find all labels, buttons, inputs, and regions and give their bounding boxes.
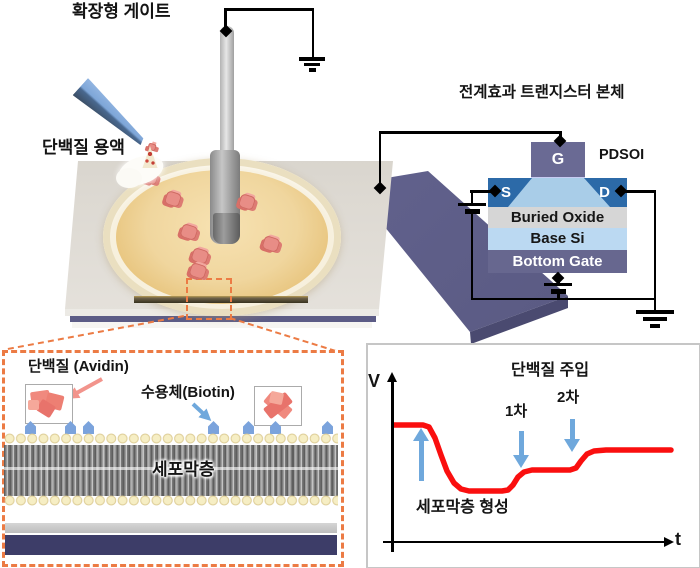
wire-rod-up <box>224 8 227 32</box>
wire-bottom-gate1 <box>557 280 560 284</box>
soi-device-row: S D <box>488 178 627 207</box>
biotin-receptor-icon <box>243 421 254 434</box>
x-axis-arrow-icon <box>664 536 674 547</box>
y-axis <box>391 380 394 552</box>
biotin-receptor-icon <box>322 421 333 434</box>
sensing-membrane-edge <box>134 296 308 303</box>
first-injection-arrow-icon <box>513 455 529 468</box>
membrane-formation-label: 세포막층 형성 <box>416 499 509 516</box>
second-injection-arrow-shaft <box>569 419 575 440</box>
biotin-label: 수용체(Biotin) <box>141 384 235 401</box>
avidin-label: 단백질 (Avidin) <box>28 358 129 375</box>
battery-icon <box>464 209 480 214</box>
x-axis-label: t <box>675 529 681 549</box>
avidin-protein-box <box>25 384 73 424</box>
wire-source-down1 <box>470 190 474 203</box>
biotin-receptor-icon <box>65 421 76 434</box>
biotin-receptor-icon <box>83 421 94 434</box>
battery-icon <box>550 289 566 294</box>
wire-board-up <box>378 131 381 188</box>
gate-label: G <box>551 151 565 168</box>
ground-icon <box>308 68 316 72</box>
electrode-support-layer <box>5 535 337 555</box>
wire-drain-down <box>653 190 657 311</box>
biotin-receptor-icon <box>208 421 219 434</box>
second-injection-arrow-icon <box>564 439 580 452</box>
ground-icon <box>643 317 667 321</box>
membrane-formation-arrow-shaft <box>418 440 424 481</box>
base-si-layer: Base Si <box>488 228 627 250</box>
lipid-tail-region <box>4 445 338 496</box>
buried-oxide-layer: Buried Oxide <box>488 207 627 228</box>
ground-icon <box>636 310 674 314</box>
membrane-label: 세포막층 <box>152 460 215 479</box>
bilayer-midline <box>4 467 338 470</box>
response-curve-svg <box>391 422 674 494</box>
x-axis <box>383 540 666 544</box>
extended-gate-rod <box>220 26 234 162</box>
wire-drain <box>619 190 656 193</box>
bottom-gate-layer: Bottom Gate <box>488 250 627 273</box>
second-injection-label: 2차 <box>557 389 580 406</box>
wire-bottom-bus <box>470 297 656 300</box>
y-axis-arrow-icon <box>386 372 397 382</box>
source-label: S <box>501 184 512 201</box>
wire-source <box>470 190 494 193</box>
lipid-head-row-bottom <box>4 494 338 507</box>
solution-splash-small <box>116 168 142 188</box>
biotin-receptor-icon <box>270 421 281 434</box>
pdsoi-label: PDSOI <box>599 147 645 163</box>
lipid-head-row-top <box>4 432 338 445</box>
electrode-cylinder-base <box>213 213 240 244</box>
avidin-protein-box-2 <box>254 386 302 426</box>
protein-solution-label: 단백질 용액 <box>42 138 125 157</box>
biotin-receptor-icon <box>25 421 36 434</box>
battery-icon <box>544 283 572 286</box>
wire-bottom-gate2 <box>557 293 560 300</box>
ground-icon <box>299 57 325 61</box>
wire-rod-down <box>311 8 314 57</box>
plate-bottom-edge <box>72 322 372 328</box>
first-injection-arrow-shaft <box>518 431 524 456</box>
first-injection-label: 1차 <box>505 403 528 420</box>
ground-icon <box>304 62 320 66</box>
protein-injection-label: 단백질 주입 <box>511 362 590 379</box>
oxide-support-layer <box>5 523 337 533</box>
sensor-curve <box>391 422 674 494</box>
extended-gate-label: 확장형 게이트 <box>72 2 171 21</box>
transistor-title: 전계효과 트랜지스터 본체 <box>459 84 625 101</box>
battery-icon <box>458 203 486 206</box>
y-axis-label: V <box>368 371 381 391</box>
gate-block: G <box>531 142 585 177</box>
ground-icon <box>650 324 660 328</box>
zoom-region-outline <box>186 278 232 320</box>
wire-board-to-gate <box>378 131 562 134</box>
wire-rod-top <box>224 8 314 11</box>
terminal-diamond-board <box>373 181 387 195</box>
membrane-formation-arrow-icon <box>413 428 429 441</box>
wire-source-down2 <box>470 213 474 300</box>
drain-label: D <box>599 184 610 201</box>
